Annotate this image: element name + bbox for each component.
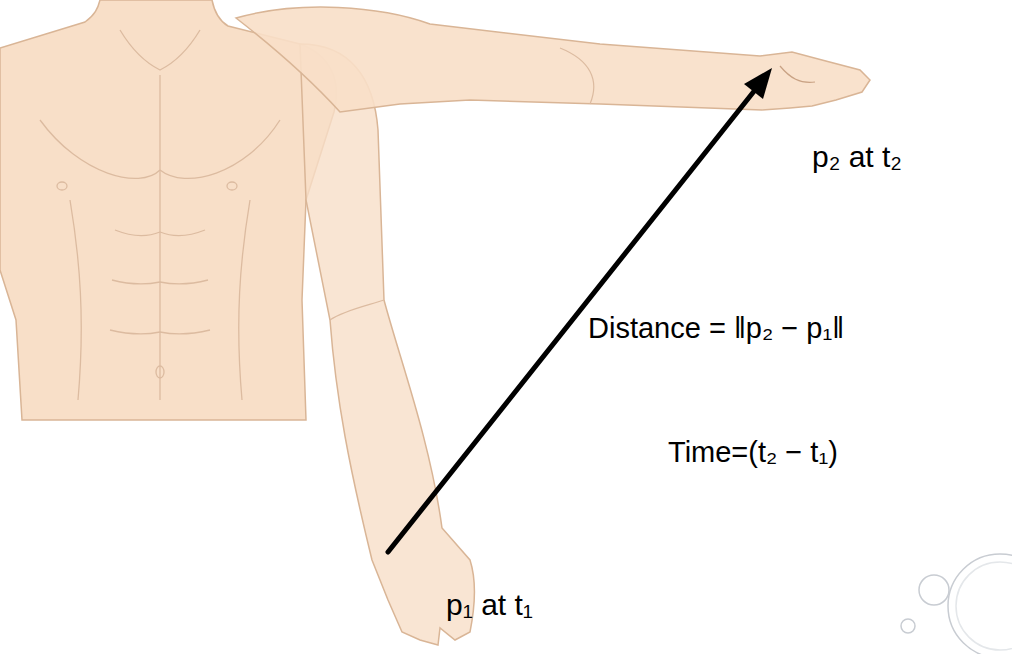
anatomy-lines xyxy=(40,30,280,400)
point-label: p₁ at t₁ xyxy=(446,588,533,623)
formula-label: Distance = ‖p₂ − p₁‖ xyxy=(588,312,844,345)
lowered-arm xyxy=(300,44,475,645)
motion-arrow xyxy=(388,68,772,552)
decorative-bubbles xyxy=(901,554,1012,654)
formula-label: Time=(t₂ − t₁) xyxy=(668,436,838,469)
raised-arm xyxy=(236,7,870,112)
torso xyxy=(0,0,336,420)
point-label: p₂ at t₂ xyxy=(812,140,902,175)
